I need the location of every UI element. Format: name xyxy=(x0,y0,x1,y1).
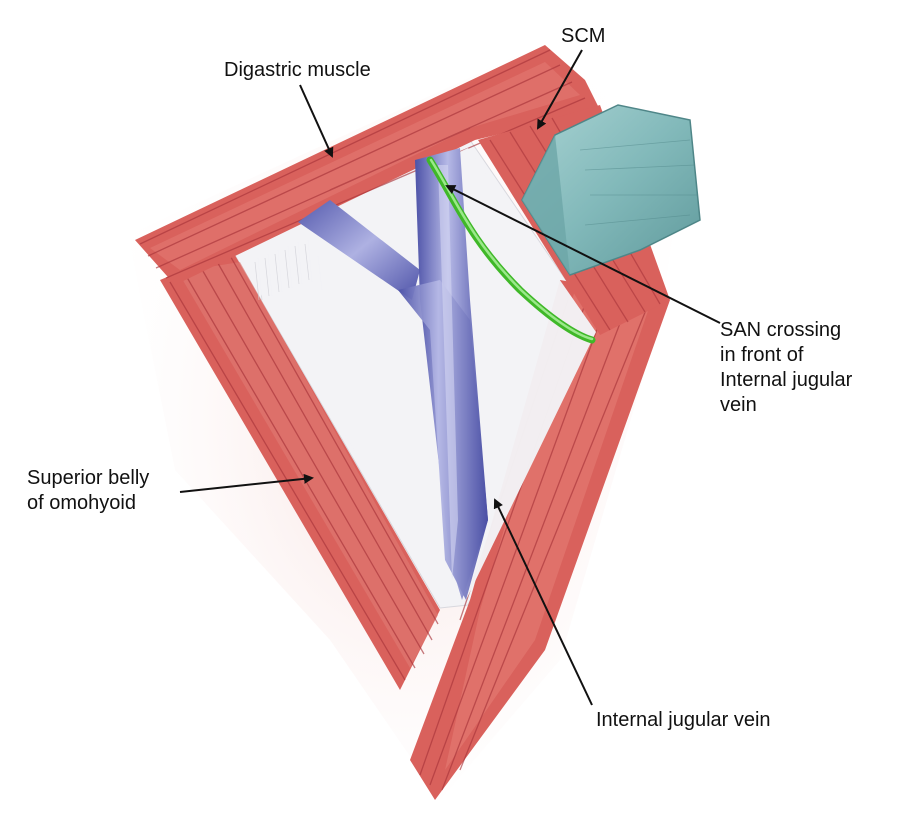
label-digastric-muscle: Digastric muscle xyxy=(224,59,371,81)
ijv-leader xyxy=(493,498,593,706)
scm-muscle xyxy=(521,104,701,276)
label-san: SAN crossing in front of Internal jugula… xyxy=(720,318,852,418)
digastric-muscle xyxy=(135,45,600,285)
leader-lines xyxy=(179,49,721,706)
internal-jugular-vein xyxy=(298,148,488,600)
floor-hatching xyxy=(254,243,310,301)
label-internal-jugular-vein: Internal jugular vein xyxy=(596,709,771,731)
san-leader xyxy=(445,185,721,324)
omohyoid-muscle xyxy=(160,250,440,690)
label-omohyoid-line-1: Superior belly xyxy=(27,467,150,489)
label-san-line-3: Internal jugular xyxy=(720,369,853,391)
label-san-line-2: in front of xyxy=(720,344,804,366)
label-san-line-4: vein xyxy=(720,394,757,416)
digastric-leader xyxy=(299,84,334,158)
scm-leader xyxy=(537,49,583,130)
label-omohyoid-line-2: of omohyoid xyxy=(27,492,136,514)
label-san-line-1: SAN crossing xyxy=(720,319,842,341)
triangle-floor-overlay xyxy=(238,148,596,603)
label-omohyoid: Superior belly of omohyoid xyxy=(27,466,149,516)
omohyoid-leader xyxy=(179,473,314,493)
label-scm: SCM xyxy=(561,25,606,47)
